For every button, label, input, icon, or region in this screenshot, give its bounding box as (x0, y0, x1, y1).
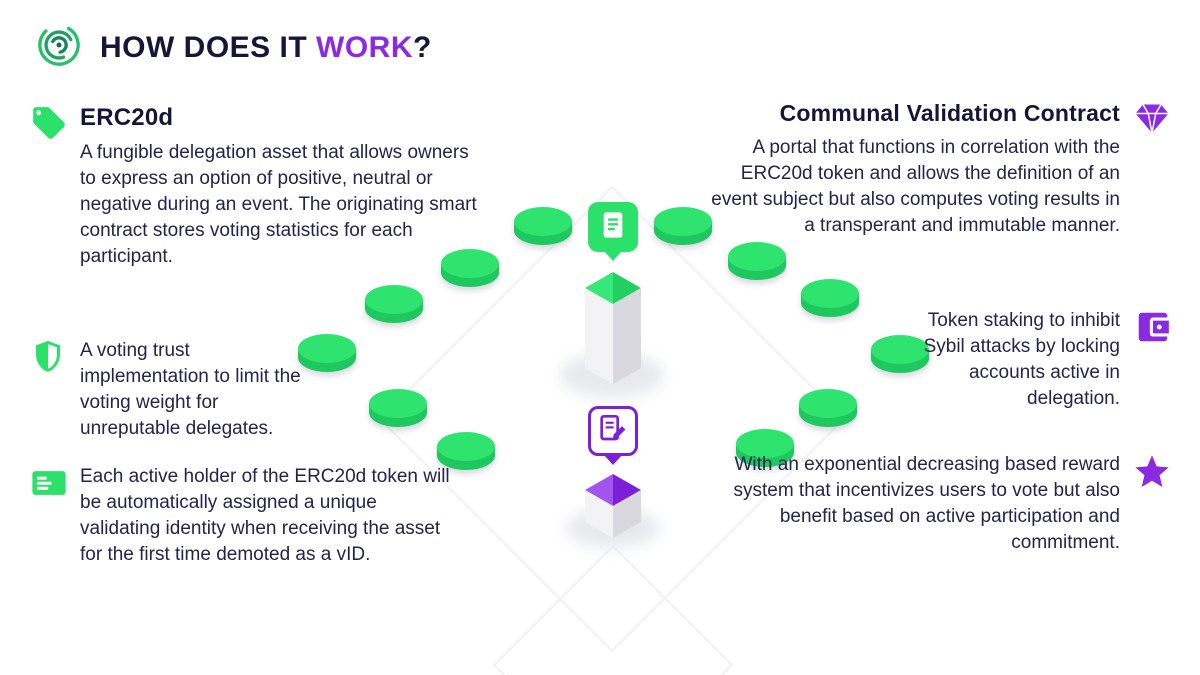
green-top-pillar (585, 272, 641, 384)
purple-top-cube (585, 474, 641, 538)
section-body: A voting trust implementation to limit t… (80, 340, 301, 439)
section-body: Each active holder of the ERC20d token w… (80, 466, 450, 565)
token-cylinder (437, 432, 495, 470)
document-icon (597, 209, 629, 246)
token-cylinder (871, 335, 929, 373)
contract-signing-icon (597, 413, 629, 450)
section-communal-validation-contract: Communal Validation Contract A portal th… (702, 100, 1172, 239)
header: HOW DOES IT WORK? (36, 22, 432, 73)
id-card-icon (30, 464, 68, 502)
concentric-spiral-icon (36, 22, 82, 73)
section-vid-identity: Each active holder of the ERC20d token w… (30, 464, 470, 568)
shield-icon (30, 338, 66, 374)
gem-icon (1132, 100, 1172, 136)
token-cylinder (514, 207, 572, 245)
token-cylinder (441, 249, 499, 287)
token-cylinder (369, 389, 427, 427)
token-cylinder (799, 389, 857, 427)
title-prefix: HOW DOES IT (100, 30, 316, 64)
title-suffix: ? (412, 30, 432, 64)
star-icon (1132, 452, 1172, 492)
document-badge (588, 202, 638, 252)
token-cylinder (728, 242, 786, 280)
section-heading: ERC20d (80, 104, 174, 131)
section-body: With an exponential decreasing based rew… (733, 454, 1120, 553)
section-token-staking: Token staking to inhibit Sybil attacks b… (910, 308, 1172, 412)
token-cylinder (298, 334, 356, 372)
wallet-icon (1134, 308, 1172, 346)
contract-signing-badge (588, 406, 638, 456)
section-reward-system: With an exponential decreasing based rew… (722, 452, 1172, 556)
token-cylinder (736, 429, 794, 467)
token-cylinder (365, 285, 423, 323)
title-accent-word: WORK (316, 30, 413, 64)
section-body: A fungible delegation asset that allows … (80, 142, 477, 267)
token-cylinder (654, 207, 712, 245)
tag-icon (30, 104, 68, 142)
section-body: A portal that functions in correlation w… (711, 137, 1120, 236)
section-heading: Communal Validation Contract (779, 100, 1120, 126)
section-erc20d: ERC20d A fungible delegation asset that … (30, 104, 480, 270)
section-voting-trust: A voting trust implementation to limit t… (30, 338, 330, 442)
page-title: HOW DOES IT WORK? (100, 31, 432, 65)
section-body: Token staking to inhibit Sybil attacks b… (923, 310, 1120, 409)
token-cylinder (801, 279, 859, 317)
